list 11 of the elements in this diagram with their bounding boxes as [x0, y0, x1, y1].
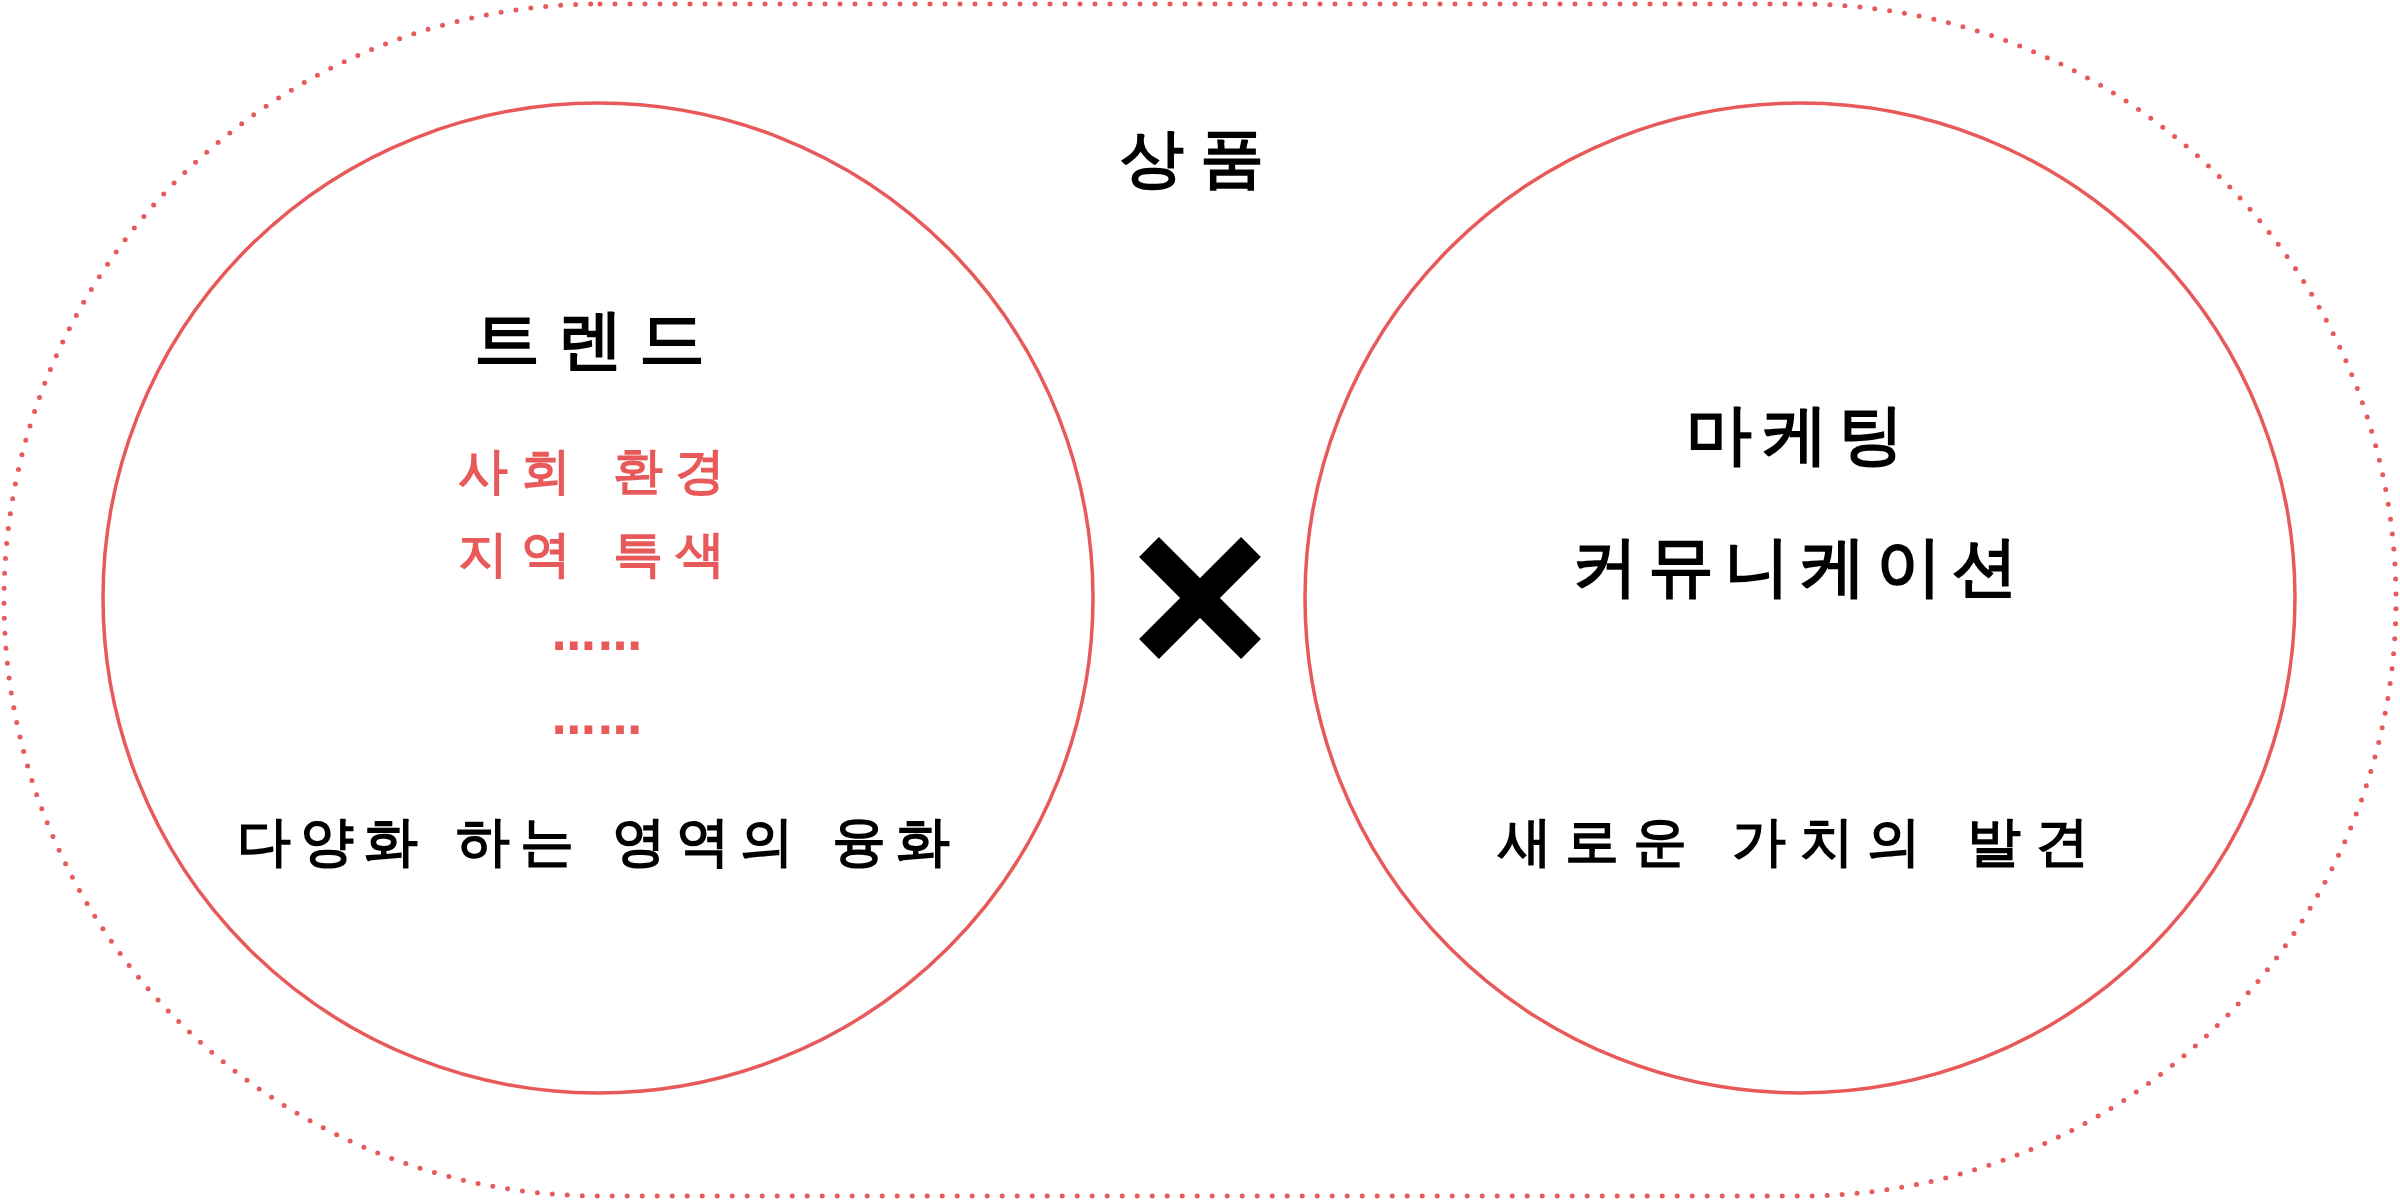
circle-caption: 새로운 가치의 발견 [1497, 809, 2103, 875]
ellipsis-text: …… [551, 692, 645, 746]
ellipsis-text: …… [551, 608, 645, 662]
circle-node [101, 101, 1095, 1095]
group-title: 상품 [1120, 119, 1280, 197]
list-item: 지역 특색 [458, 524, 738, 584]
circle-node [1303, 101, 2297, 1095]
circle-heading: 마케팅 커뮤니케이션 [1571, 395, 2029, 607]
circle-caption: 다양화 하는 영역의 융화 [236, 809, 960, 875]
list-item: 사회 환경 [458, 441, 738, 501]
circle-heading: 트렌드 [474, 300, 722, 380]
